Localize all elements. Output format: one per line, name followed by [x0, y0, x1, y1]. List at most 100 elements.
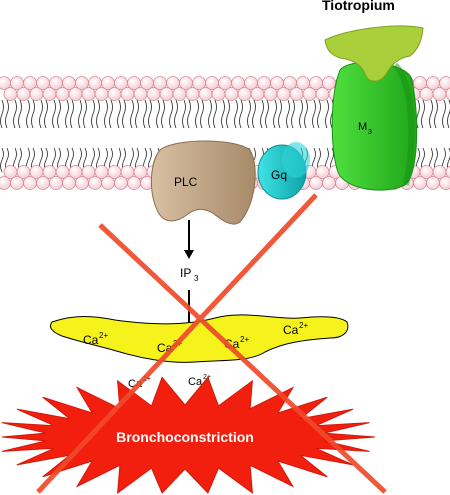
- lipid-tail: [299, 99, 303, 129]
- lipid-tail: [78, 99, 82, 129]
- lipid-tail: [252, 99, 256, 129]
- lipid-tail: [0, 147, 4, 173]
- lipid-head: [309, 176, 323, 190]
- lipid-head: [322, 176, 336, 190]
- lipid-tail: [18, 99, 22, 129]
- lipid-tail: [221, 99, 225, 129]
- lipid-tail: [174, 99, 178, 129]
- plc-enzyme: PLC: [150, 140, 256, 225]
- lipid-tail: [0, 99, 4, 129]
- svg-text:2+: 2+: [240, 335, 249, 344]
- lipid-head: [88, 176, 102, 190]
- lipid-tail: [434, 99, 438, 129]
- receptor-label: M: [358, 121, 367, 133]
- lipid-tail: [26, 99, 30, 129]
- lipid-head: [101, 176, 115, 190]
- lipid-tail: [31, 99, 35, 129]
- lipid-head: [0, 176, 11, 190]
- lipid-tail: [442, 99, 446, 129]
- lipid-tail: [96, 99, 100, 129]
- lipid-tail: [273, 99, 277, 129]
- lipid-tail: [226, 99, 230, 129]
- gq-label: Gq: [271, 168, 287, 182]
- svg-text:Ca: Ca: [83, 333, 99, 347]
- lipid-head: [49, 176, 63, 190]
- lipid-tail: [247, 99, 251, 129]
- lipid-tail: [260, 99, 264, 129]
- bronchoconstriction-burst: Bronchoconstriction: [1, 376, 376, 495]
- svg-text:Ca: Ca: [188, 376, 203, 388]
- lipid-head: [62, 176, 76, 190]
- lipid-tail: [104, 99, 108, 129]
- lipid-tail: [70, 99, 74, 129]
- lipid-tail: [109, 99, 113, 129]
- lipid-tail: [122, 99, 126, 129]
- lipid-tail: [195, 99, 199, 129]
- plc-label: PLC: [174, 175, 198, 189]
- bronchoconstriction-label: Bronchoconstriction: [116, 429, 254, 445]
- svg-text:2+: 2+: [143, 376, 151, 383]
- lipid-tail: [291, 99, 295, 129]
- ca-cytosol-2: Ca 2+: [188, 374, 211, 388]
- ip3-subscript: 3: [194, 274, 199, 283]
- svg-text:Ca: Ca: [283, 323, 299, 337]
- lipid-tail: [278, 99, 282, 129]
- receptor-subscript: 3: [368, 129, 372, 136]
- lipid-tail: [325, 99, 329, 129]
- lipid-tail: [213, 99, 217, 129]
- lipid-head: [127, 176, 141, 190]
- lipid-tail: [65, 99, 69, 129]
- svg-text:2+: 2+: [203, 374, 211, 381]
- lipid-tail: [187, 99, 191, 129]
- lipid-tail: [148, 99, 152, 129]
- lipid-tail: [39, 99, 43, 129]
- lipid-tail: [447, 99, 450, 129]
- lipid-head: [439, 76, 450, 90]
- calcium-store: [49, 314, 349, 363]
- lipid-tail: [239, 99, 243, 129]
- m3-receptor: M 3: [331, 61, 418, 191]
- lipid-tail: [91, 99, 95, 129]
- lipid-tail: [304, 99, 308, 129]
- lipid-head: [23, 176, 37, 190]
- ca-label-1: Ca 2+: [83, 331, 108, 347]
- lipid-head: [10, 176, 24, 190]
- lipid-tail: [169, 99, 173, 129]
- lipid-head: [36, 176, 50, 190]
- svg-text:2+: 2+: [299, 321, 308, 330]
- lipid-tail: [208, 99, 212, 129]
- lipid-tail: [312, 99, 316, 129]
- lipid-head: [413, 176, 427, 190]
- lipid-tail: [421, 99, 425, 129]
- lipid-tail: [161, 99, 165, 129]
- arrow-plc-to-ip3: [184, 220, 194, 259]
- lipid-tail: [182, 99, 186, 129]
- lipid-tail: [286, 99, 290, 129]
- lipid-tail: [52, 99, 56, 129]
- lipid-tail: [429, 99, 433, 129]
- lipid-tail: [265, 99, 269, 129]
- lipid-tail: [135, 99, 139, 129]
- ip3-label: IP: [180, 266, 191, 280]
- lipid-tail: [57, 99, 61, 129]
- inhibition-cross: [36, 193, 387, 494]
- lipid-tail: [83, 99, 87, 129]
- lipid-head: [445, 87, 450, 101]
- lipid-head: [439, 176, 450, 190]
- lipid-head: [445, 165, 450, 179]
- lipid-tail: [200, 99, 204, 129]
- ca-label-4: Ca 2+: [283, 321, 308, 337]
- lipid-tail: [13, 99, 17, 129]
- lipid-tail: [143, 99, 147, 129]
- lipid-tail: [234, 99, 238, 129]
- tiotropium-label: Tiotropium: [322, 0, 395, 13]
- lipid-tail: [130, 99, 134, 129]
- lipid-tail: [156, 99, 160, 129]
- lipid-tail: [44, 99, 48, 129]
- lipid-head: [114, 176, 128, 190]
- gq-protein: Gq: [257, 142, 310, 200]
- svg-text:2+: 2+: [99, 331, 108, 340]
- tiotropium-molecule: [324, 25, 424, 82]
- lipid-head: [75, 176, 89, 190]
